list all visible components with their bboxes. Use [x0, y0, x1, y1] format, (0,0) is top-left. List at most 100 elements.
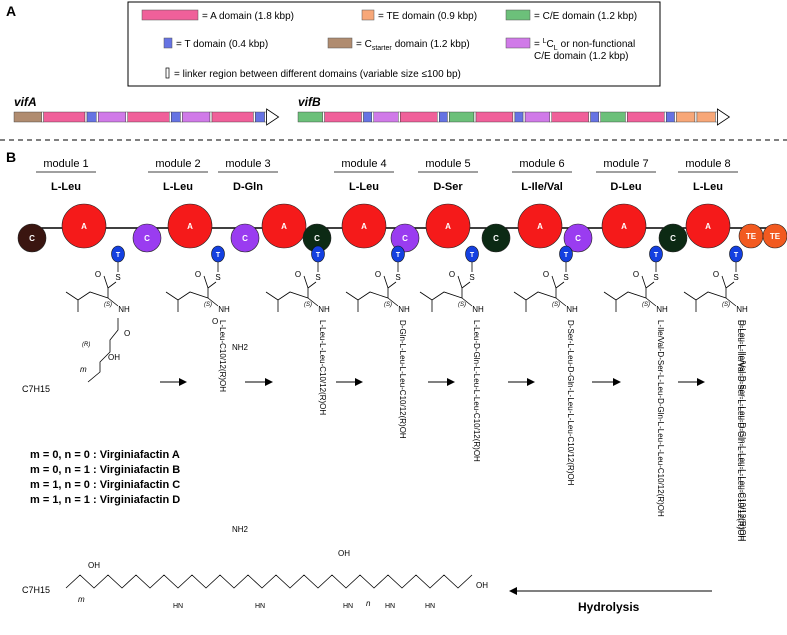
sulfur-atom: S	[115, 273, 120, 282]
legend-swatch-te	[361, 9, 375, 21]
peptide-chain-label: L-Leu-D-Gln-L-Leu-L-Leu-C10/12(R)OH	[472, 320, 481, 462]
domain-t-letter: T	[396, 252, 401, 259]
module-amino-acid: L-Leu	[51, 181, 81, 193]
module-name: module 3	[225, 158, 270, 170]
gene-linker	[361, 111, 364, 123]
stereo-label: (S)	[458, 302, 466, 308]
gene-linker	[549, 111, 552, 123]
oxygen-atom: O	[375, 270, 381, 279]
gene-arrow-head	[717, 108, 731, 126]
amine-group: NH	[472, 305, 484, 314]
double-bond	[203, 275, 209, 289]
carbonyl-bond	[387, 281, 397, 298]
panel-b-label: B	[6, 149, 16, 165]
carbonyl-bond	[555, 281, 565, 298]
domain-a	[517, 203, 563, 249]
domain-a-letter: A	[537, 222, 543, 231]
peptide-chain-label: D-Ser-L-Leu-D-Gln-L-Leu-L-Leu-C10/12(R)O…	[566, 320, 575, 486]
module-amino-acid: L-Leu	[693, 181, 723, 193]
gln-oxygen: O	[212, 317, 218, 326]
legend-swatch-linker	[165, 67, 170, 79]
domain-a-letter: A	[81, 222, 87, 231]
domain-c-letter: C	[144, 234, 150, 243]
domain-a	[261, 203, 307, 249]
oxygen-atom: O	[543, 270, 549, 279]
domain-c	[132, 223, 162, 253]
domain-a	[425, 203, 471, 249]
final-chain-label: D-Leu-L-Ile/Val-D-Ser-L-Leu-D-Gln-L-Leu-…	[738, 320, 747, 541]
gene-linker	[437, 111, 440, 123]
side-chain	[65, 291, 109, 312]
domain-a-letter: A	[281, 222, 287, 231]
gene-domain	[627, 111, 665, 123]
variant-c: m = 1, n = 0 : Virginiafactin C	[30, 479, 180, 491]
amine-group: NH	[398, 305, 410, 314]
double-bond	[641, 275, 647, 289]
domain-t-letter: T	[564, 252, 569, 259]
peptide-chain-label: D-Leu-L-Ile/Val-D-Ser-L-Leu-D-Gln-L-Leu-…	[736, 320, 745, 541]
c7h15-chain: C7H15	[22, 384, 50, 394]
domain-c	[563, 223, 593, 253]
gene-linker	[512, 111, 516, 123]
stereo-label: (S)	[304, 302, 312, 308]
domain-c-letter: C	[575, 234, 581, 243]
side-chain	[265, 291, 309, 312]
gene-label-vifb: vifB	[298, 95, 321, 109]
double-bond	[103, 275, 109, 289]
sulfur-atom: S	[653, 273, 658, 282]
gene-domain	[666, 111, 675, 123]
gene-linker	[125, 111, 129, 123]
gene-domain	[182, 111, 211, 123]
sulfur-atom: S	[395, 273, 400, 282]
stereo-label: (S)	[204, 302, 212, 308]
gene-linker	[168, 111, 172, 123]
peptide-chain-label: L-Ile/Val-D-Ser-L-Leu-D-Gln-L-Leu-L-Leu-…	[656, 320, 665, 517]
peptide-chain-label: D-Gln-L-Leu-L-Leu-C10/12(R)OH	[398, 320, 407, 439]
gene-domain	[696, 111, 716, 123]
module-name: module 7	[603, 158, 648, 170]
domain-t-letter: T	[734, 252, 739, 259]
gene-linker	[447, 111, 450, 123]
amide-oxygen: O	[124, 329, 130, 338]
module-amino-acid: L-Leu	[163, 181, 193, 193]
gene-domain	[449, 111, 475, 123]
domain-a	[167, 203, 213, 249]
product-gln-nh2: NH2	[232, 525, 249, 534]
gene-domain	[170, 111, 181, 123]
domain-c	[481, 223, 511, 253]
gene-domain	[400, 111, 438, 123]
gene-linker	[371, 111, 374, 123]
module-amino-acid: D-Ser	[433, 181, 463, 193]
stereo-label: (S)	[642, 302, 650, 308]
legend-text-a: = A domain (1.8 kbp)	[202, 11, 294, 22]
gene-linker	[95, 111, 99, 123]
side-chain	[419, 291, 463, 312]
gene-linker	[674, 111, 677, 123]
legend-text-linker: = linker region between different domain…	[174, 69, 461, 80]
product-amide-n: HN	[173, 603, 183, 610]
gene-domain	[524, 111, 550, 123]
side-chain	[603, 291, 647, 312]
product-hydroxyl: OH	[88, 561, 100, 570]
domain-a-letter: A	[187, 222, 193, 231]
domain-t-letter: T	[470, 252, 475, 259]
amine-group: NH	[656, 305, 668, 314]
gene-domain	[439, 111, 448, 123]
gene-linker	[588, 111, 591, 123]
gene-maps	[13, 108, 731, 126]
side-chain	[513, 291, 557, 312]
gene-domain	[373, 111, 399, 123]
legend-text-t: = T domain (0.4 kbp)	[176, 39, 268, 50]
double-bond	[721, 275, 727, 289]
gene-domain	[43, 111, 86, 123]
gene-vifa	[13, 108, 280, 126]
product-c7h15: C7H15	[22, 585, 50, 595]
stereo-label: (S)	[552, 302, 560, 308]
lipid-m-index: m	[80, 365, 87, 374]
amine-bond	[387, 297, 399, 307]
module-name: module 6	[519, 158, 564, 170]
